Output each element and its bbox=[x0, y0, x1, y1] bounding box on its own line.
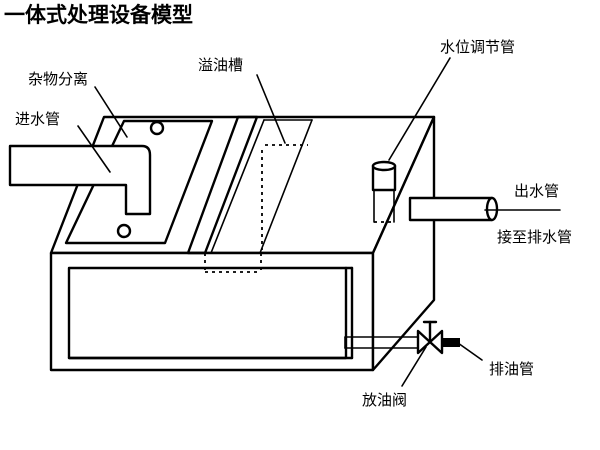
label-water-level-pipe: 水位调节管 bbox=[440, 38, 515, 56]
debris-separation-chamber bbox=[64, 119, 214, 245]
oil-drain-assembly bbox=[344, 320, 460, 355]
oil-drain-valve-body bbox=[416, 329, 432, 355]
label-outlet-pipe: 出水管 bbox=[514, 182, 559, 200]
label-debris-separation: 杂物分离 bbox=[28, 70, 88, 88]
diagram-title: 一体式处理设备模型 bbox=[4, 3, 193, 27]
outlet-pipe bbox=[408, 196, 499, 222]
label-overflow-trough: 溢油槽 bbox=[198, 56, 243, 74]
label-oil-drain-pipe: 排油管 bbox=[489, 360, 534, 378]
tank-front-face bbox=[49, 251, 375, 372]
label-oil-drain-valve: 放油阀 bbox=[362, 391, 407, 409]
water-level-pipe bbox=[371, 160, 397, 223]
label-inlet-pipe: 进水管 bbox=[15, 110, 60, 128]
label-to-drain: 接至排水管 bbox=[497, 228, 572, 246]
debris-port-top bbox=[149, 120, 165, 136]
debris-port-bottom bbox=[116, 223, 132, 239]
overflow-trough bbox=[186, 115, 313, 273]
inlet-pipe bbox=[8, 144, 152, 216]
leader-lines bbox=[77, 57, 561, 387]
tank-side-face bbox=[371, 115, 436, 372]
